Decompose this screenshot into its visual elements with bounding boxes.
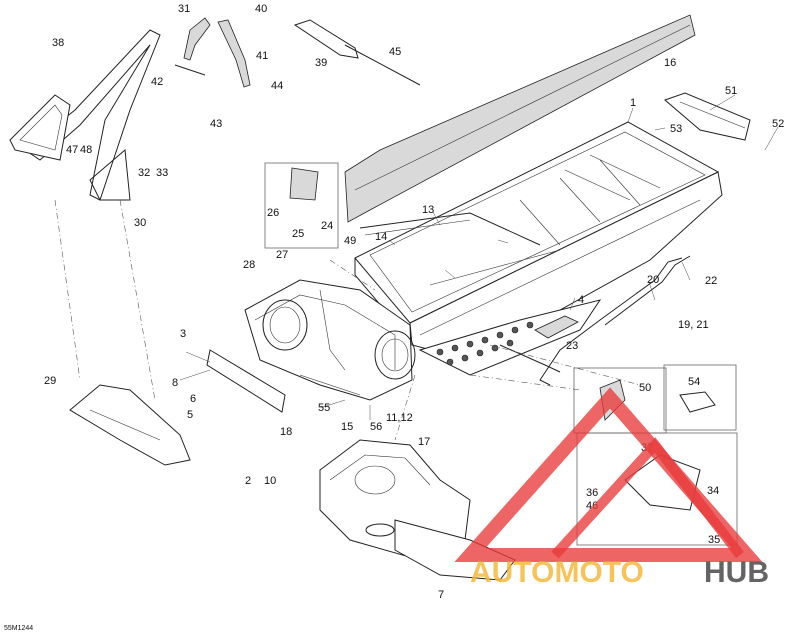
inset-box-54 bbox=[663, 364, 737, 431]
callout-31: 31 bbox=[178, 3, 190, 15]
callout-42: 42 bbox=[151, 76, 163, 88]
inset-box-34-37 bbox=[576, 432, 738, 546]
callout-44: 44 bbox=[271, 80, 283, 92]
callout-52: 52 bbox=[772, 118, 784, 130]
brace-rod bbox=[539, 257, 683, 386]
watermark-logo: AUTOMOTO HUB bbox=[454, 387, 769, 589]
callout-19-21: 19, 21 bbox=[678, 319, 709, 331]
callout-47: 47 bbox=[66, 144, 78, 156]
lower-front-frame bbox=[319, 439, 516, 581]
callout-14: 14 bbox=[375, 231, 387, 243]
front-plate bbox=[206, 349, 286, 413]
callout-6: 6 bbox=[190, 393, 196, 405]
callout-24: 24 bbox=[321, 220, 333, 232]
callout-53: 53 bbox=[670, 123, 682, 135]
callout-56: 56 bbox=[370, 421, 382, 433]
callout-8: 8 bbox=[172, 377, 178, 389]
callout-2: 2 bbox=[245, 475, 251, 487]
bracket-41 bbox=[183, 17, 211, 61]
callout-55: 55 bbox=[318, 402, 330, 414]
callout-28: 28 bbox=[243, 259, 255, 271]
callout-33: 33 bbox=[156, 167, 168, 179]
diagram-code: 55M1244 bbox=[4, 625, 33, 632]
callout-3: 3 bbox=[180, 328, 186, 340]
callout-4: 4 bbox=[578, 294, 584, 306]
callout-18: 18 bbox=[280, 426, 292, 438]
callout-16: 16 bbox=[664, 57, 676, 69]
callout-36: 36 bbox=[586, 487, 598, 499]
callout-51: 51 bbox=[725, 85, 737, 97]
callout-45: 45 bbox=[389, 46, 401, 58]
callout-27: 27 bbox=[276, 249, 288, 261]
watermark-part-a: AUTOMOTO bbox=[470, 556, 644, 589]
callout-5: 5 bbox=[187, 409, 193, 421]
callout-35: 35 bbox=[708, 534, 720, 546]
skid-plate bbox=[69, 384, 191, 466]
callout-11-12: 11,12 bbox=[386, 412, 413, 424]
callout-41: 41 bbox=[256, 50, 268, 62]
tunnel-assembly bbox=[244, 121, 723, 401]
callout-48: 48 bbox=[80, 144, 92, 156]
callout-22: 22 bbox=[705, 275, 717, 287]
bracket-39 bbox=[293, 19, 359, 59]
leader-lines bbox=[54, 199, 641, 441]
callout-20: 20 bbox=[647, 274, 659, 286]
tunnel-cover bbox=[344, 14, 696, 223]
callout-25: 25 bbox=[292, 228, 304, 240]
callout-32: 32 bbox=[138, 167, 150, 179]
callout-1: 1 bbox=[630, 97, 636, 109]
callout-26: 26 bbox=[267, 207, 279, 219]
callout-30: 30 bbox=[134, 217, 146, 229]
inset-box-24-26 bbox=[264, 162, 339, 249]
callout-39: 39 bbox=[315, 57, 327, 69]
steering-support bbox=[9, 29, 161, 201]
callout-38: 38 bbox=[52, 37, 64, 49]
callout-10: 10 bbox=[264, 475, 276, 487]
watermark-part-b: HUB bbox=[704, 556, 769, 589]
callout-17: 17 bbox=[418, 436, 430, 448]
callout-34: 34 bbox=[707, 485, 719, 497]
callout-43: 43 bbox=[210, 118, 222, 130]
callout-50: 50 bbox=[639, 382, 651, 394]
footrest-plate bbox=[534, 315, 579, 339]
callout-23: 23 bbox=[566, 340, 578, 352]
callout-29: 29 bbox=[44, 375, 56, 387]
callout-15: 15 bbox=[341, 421, 353, 433]
callout-54: 54 bbox=[688, 376, 700, 388]
callout-7: 7 bbox=[438, 589, 444, 601]
callout-13: 13 bbox=[422, 204, 434, 216]
callout-40: 40 bbox=[255, 3, 267, 15]
callout-49: 49 bbox=[344, 235, 356, 247]
